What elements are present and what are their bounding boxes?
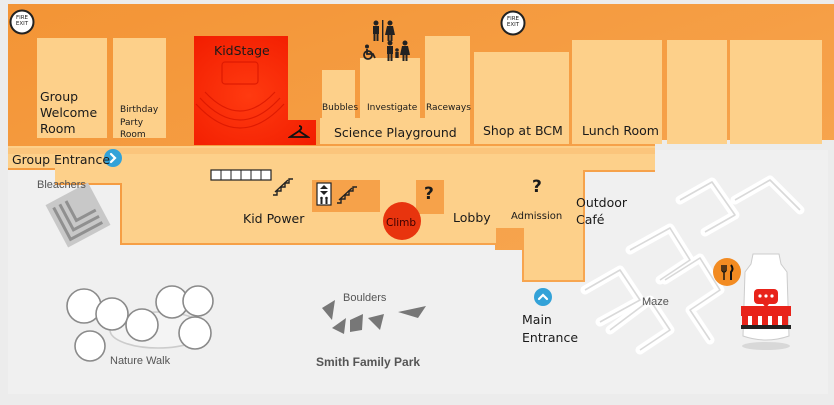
smith-family-park-label: Smith Family Park xyxy=(316,355,421,369)
admission-label[interactable]: Admission xyxy=(511,211,563,222)
maze-label: Maze xyxy=(642,296,669,308)
raceways-floor xyxy=(425,36,470,120)
raceways-label[interactable]: Raceways xyxy=(426,103,471,113)
boulders xyxy=(322,300,426,334)
group-welcome-room-label[interactable]: Group Welcome Room xyxy=(40,89,98,136)
main-entrance-label[interactable]: Main Entrance xyxy=(522,312,579,345)
kidstage-room xyxy=(194,36,316,145)
science-playground-floor xyxy=(320,118,470,144)
group-entrance-label[interactable]: Group Entrance xyxy=(12,152,111,167)
trees xyxy=(66,285,214,362)
railing-icon xyxy=(210,166,272,185)
fire-exit-label: FIRE EXIT xyxy=(15,15,29,27)
admission-floor xyxy=(510,172,565,227)
bleachers xyxy=(45,182,111,248)
corridor-shade xyxy=(8,148,655,154)
fire-exit-icon: FIRE EXIT xyxy=(500,10,526,40)
info-block xyxy=(416,180,444,214)
fire-exit-label: FIRE EXIT xyxy=(506,16,520,28)
birthday-party-room-floor xyxy=(113,38,166,138)
fire-exit-icon: FIRE EXIT xyxy=(9,9,35,39)
family-restroom-icon xyxy=(384,40,412,66)
kidstage-label[interactable]: KidStage xyxy=(214,43,270,58)
shop-floor xyxy=(474,52,569,144)
birthday-party-room-label[interactable]: Birthday Party Room xyxy=(120,105,159,140)
lunch-room-floor xyxy=(572,40,662,144)
chevron-right-icon[interactable] xyxy=(104,149,122,171)
bleachers-label: Bleachers xyxy=(37,179,86,191)
stairs-icon xyxy=(336,186,358,208)
bubbles-floor xyxy=(322,70,355,120)
kid-power-label[interactable]: Kid Power xyxy=(243,211,305,226)
info-icon: ? xyxy=(424,184,434,204)
lobby-label[interactable]: Lobby xyxy=(453,210,491,225)
info-icon: ? xyxy=(532,177,542,197)
coat-hanger-icon xyxy=(287,124,311,144)
science-playground-label[interactable]: Science Playground xyxy=(334,125,457,140)
outdoor-cafe-label[interactable]: Outdoor Café xyxy=(576,195,628,227)
investigate-label[interactable]: Investigate xyxy=(367,103,418,113)
chevron-up-icon[interactable] xyxy=(534,288,552,310)
restroom-icon xyxy=(370,20,396,46)
investigate-floor xyxy=(360,58,420,120)
group-welcome-room-floor xyxy=(37,38,107,138)
food-truck-icon[interactable] xyxy=(735,250,797,356)
kidstage-seating xyxy=(195,61,285,129)
boulders-label: Boulders xyxy=(343,292,387,304)
bubbles-label[interactable]: Bubbles xyxy=(322,103,359,113)
corridor xyxy=(8,146,655,280)
east-wing xyxy=(730,40,822,144)
climb-marker[interactable] xyxy=(382,201,422,245)
climb-label: Climb xyxy=(386,217,417,229)
nature-walk-label: Nature Walk xyxy=(110,355,171,367)
rooms xyxy=(8,36,822,280)
dining-icon[interactable] xyxy=(713,258,741,290)
elevator-icon xyxy=(316,182,332,210)
shop-label[interactable]: Shop at BCM xyxy=(483,123,563,138)
maze-outline xyxy=(584,179,801,351)
lunch-room-label[interactable]: Lunch Room xyxy=(582,123,659,138)
accessible-icon xyxy=(362,44,378,64)
stairs-icon xyxy=(272,178,294,200)
lunch-room-annex xyxy=(667,40,727,144)
